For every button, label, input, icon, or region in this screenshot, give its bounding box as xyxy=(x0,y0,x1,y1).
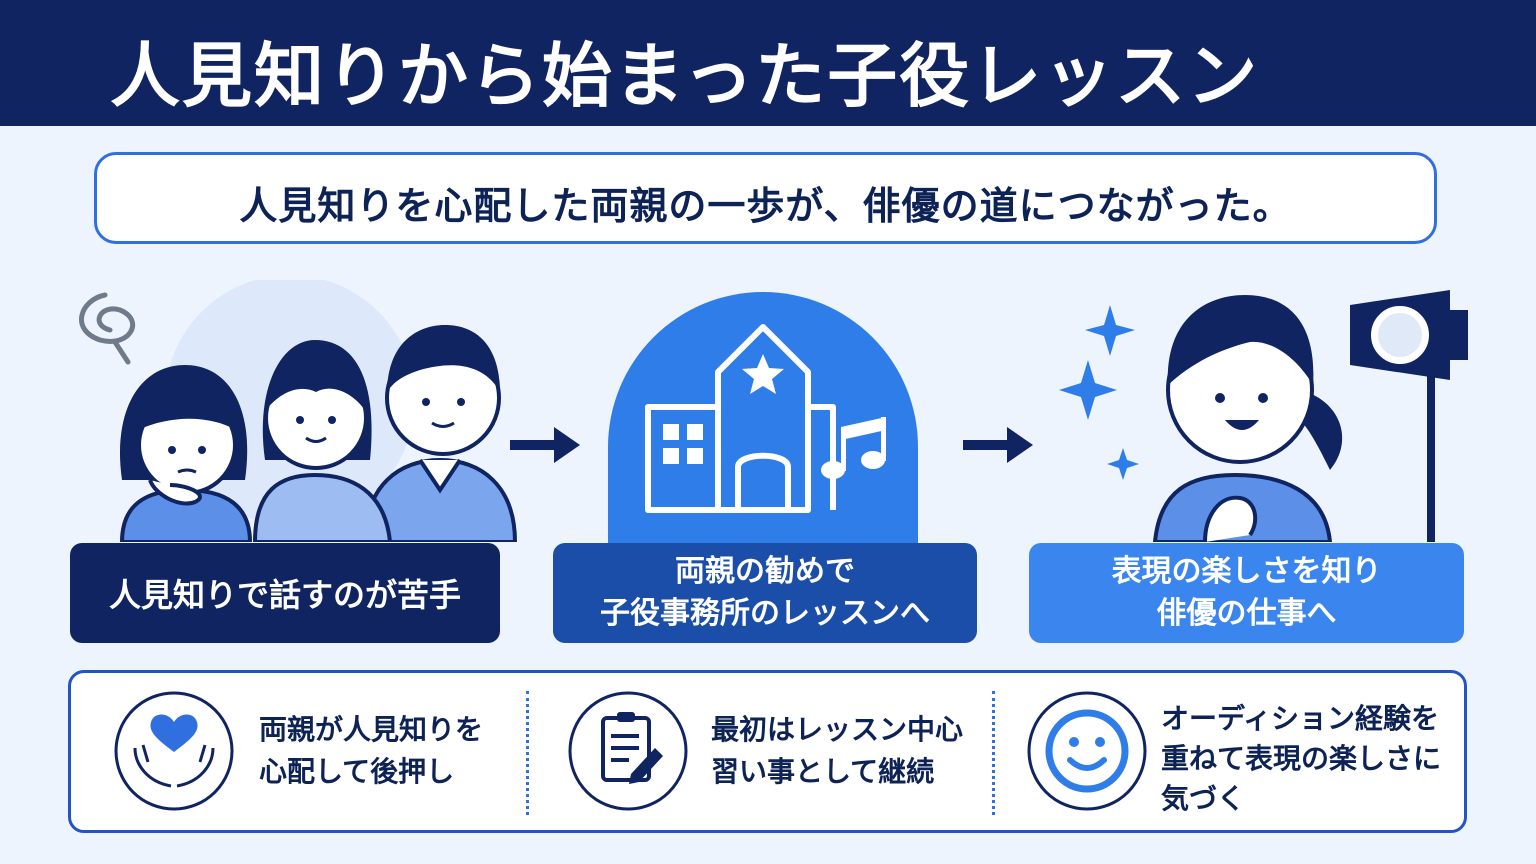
divider xyxy=(526,691,529,815)
feature-line: 両親が人見知りを xyxy=(259,713,484,746)
heart-hands-icon xyxy=(114,691,234,811)
feature-line: 最初はレッスン中心 xyxy=(711,713,964,746)
step-caption-lessons: 両親の勧めで 子役事務所のレッスンへ xyxy=(553,543,977,643)
feature-line: 重ねて表現の楽しさに xyxy=(1161,742,1442,775)
speech-bubble: 人見知りを心配した両親の一歩が、俳優の道につながった。 xyxy=(94,152,1437,244)
feature-line: 習い事として継続 xyxy=(711,755,935,788)
sparkle-icon xyxy=(1059,305,1139,480)
spotlight-icon xyxy=(1350,290,1468,542)
arrow-right-icon xyxy=(963,427,1033,463)
step-caption-line: 両親の勧めで xyxy=(675,554,855,589)
step-caption-line: 子役事務所のレッスンへ xyxy=(600,596,930,631)
step-caption-actor: 表現の楽しさを知り 俳優の仕事へ xyxy=(1029,543,1464,643)
feature-line: 心配して後押し xyxy=(259,755,455,788)
music-note-icon xyxy=(821,417,886,479)
feature-line: オーディション経験を xyxy=(1161,702,1440,735)
actor-illustration xyxy=(1059,290,1468,542)
feature-text-lessons: 最初はレッスン中心 習い事として継続 xyxy=(711,709,963,793)
actor-girl-figure xyxy=(1152,295,1343,542)
divider xyxy=(992,691,995,815)
star-icon xyxy=(742,354,784,394)
smiley-face-icon xyxy=(1027,691,1147,811)
talent-agency-illustration xyxy=(608,292,918,544)
feature-text-audition: オーディション経験を 重ねて表現の楽しさに 気づく xyxy=(1161,699,1441,819)
father-figure xyxy=(362,325,518,542)
features-panel: 両親が人見知りを 心配して後押し 最初はレッスン中心 習い事として継続 オーディ… xyxy=(68,670,1467,833)
bubble-text: 人見知りを心配した両親の一歩が、俳優の道につながった。 xyxy=(239,184,1292,228)
clipboard-pencil-icon xyxy=(568,691,688,811)
step-caption-shy: 人見知りで話すのが苦手 xyxy=(70,543,500,643)
worry-scribble-icon xyxy=(79,292,135,365)
step-caption-line: 俳優の仕事へ xyxy=(1156,596,1337,631)
family-illustration xyxy=(79,280,518,542)
step-caption-line: 表現の楽しさを知り xyxy=(1111,554,1382,589)
arrow-right-icon xyxy=(510,427,580,463)
shy-child-figure xyxy=(119,365,253,542)
header-bar: 人見知りから始まった子役レッスン xyxy=(0,0,1536,126)
mother-figure xyxy=(252,340,393,542)
page-title: 人見知りから始まった子役レッスン xyxy=(110,35,1260,117)
feature-text-support: 両親が人見知りを 心配して後押し xyxy=(259,709,483,793)
school-building-icon xyxy=(645,324,836,513)
feature-line: 気づく xyxy=(1161,782,1246,815)
step-caption-line: 人見知りで話すのが苦手 xyxy=(108,576,461,614)
